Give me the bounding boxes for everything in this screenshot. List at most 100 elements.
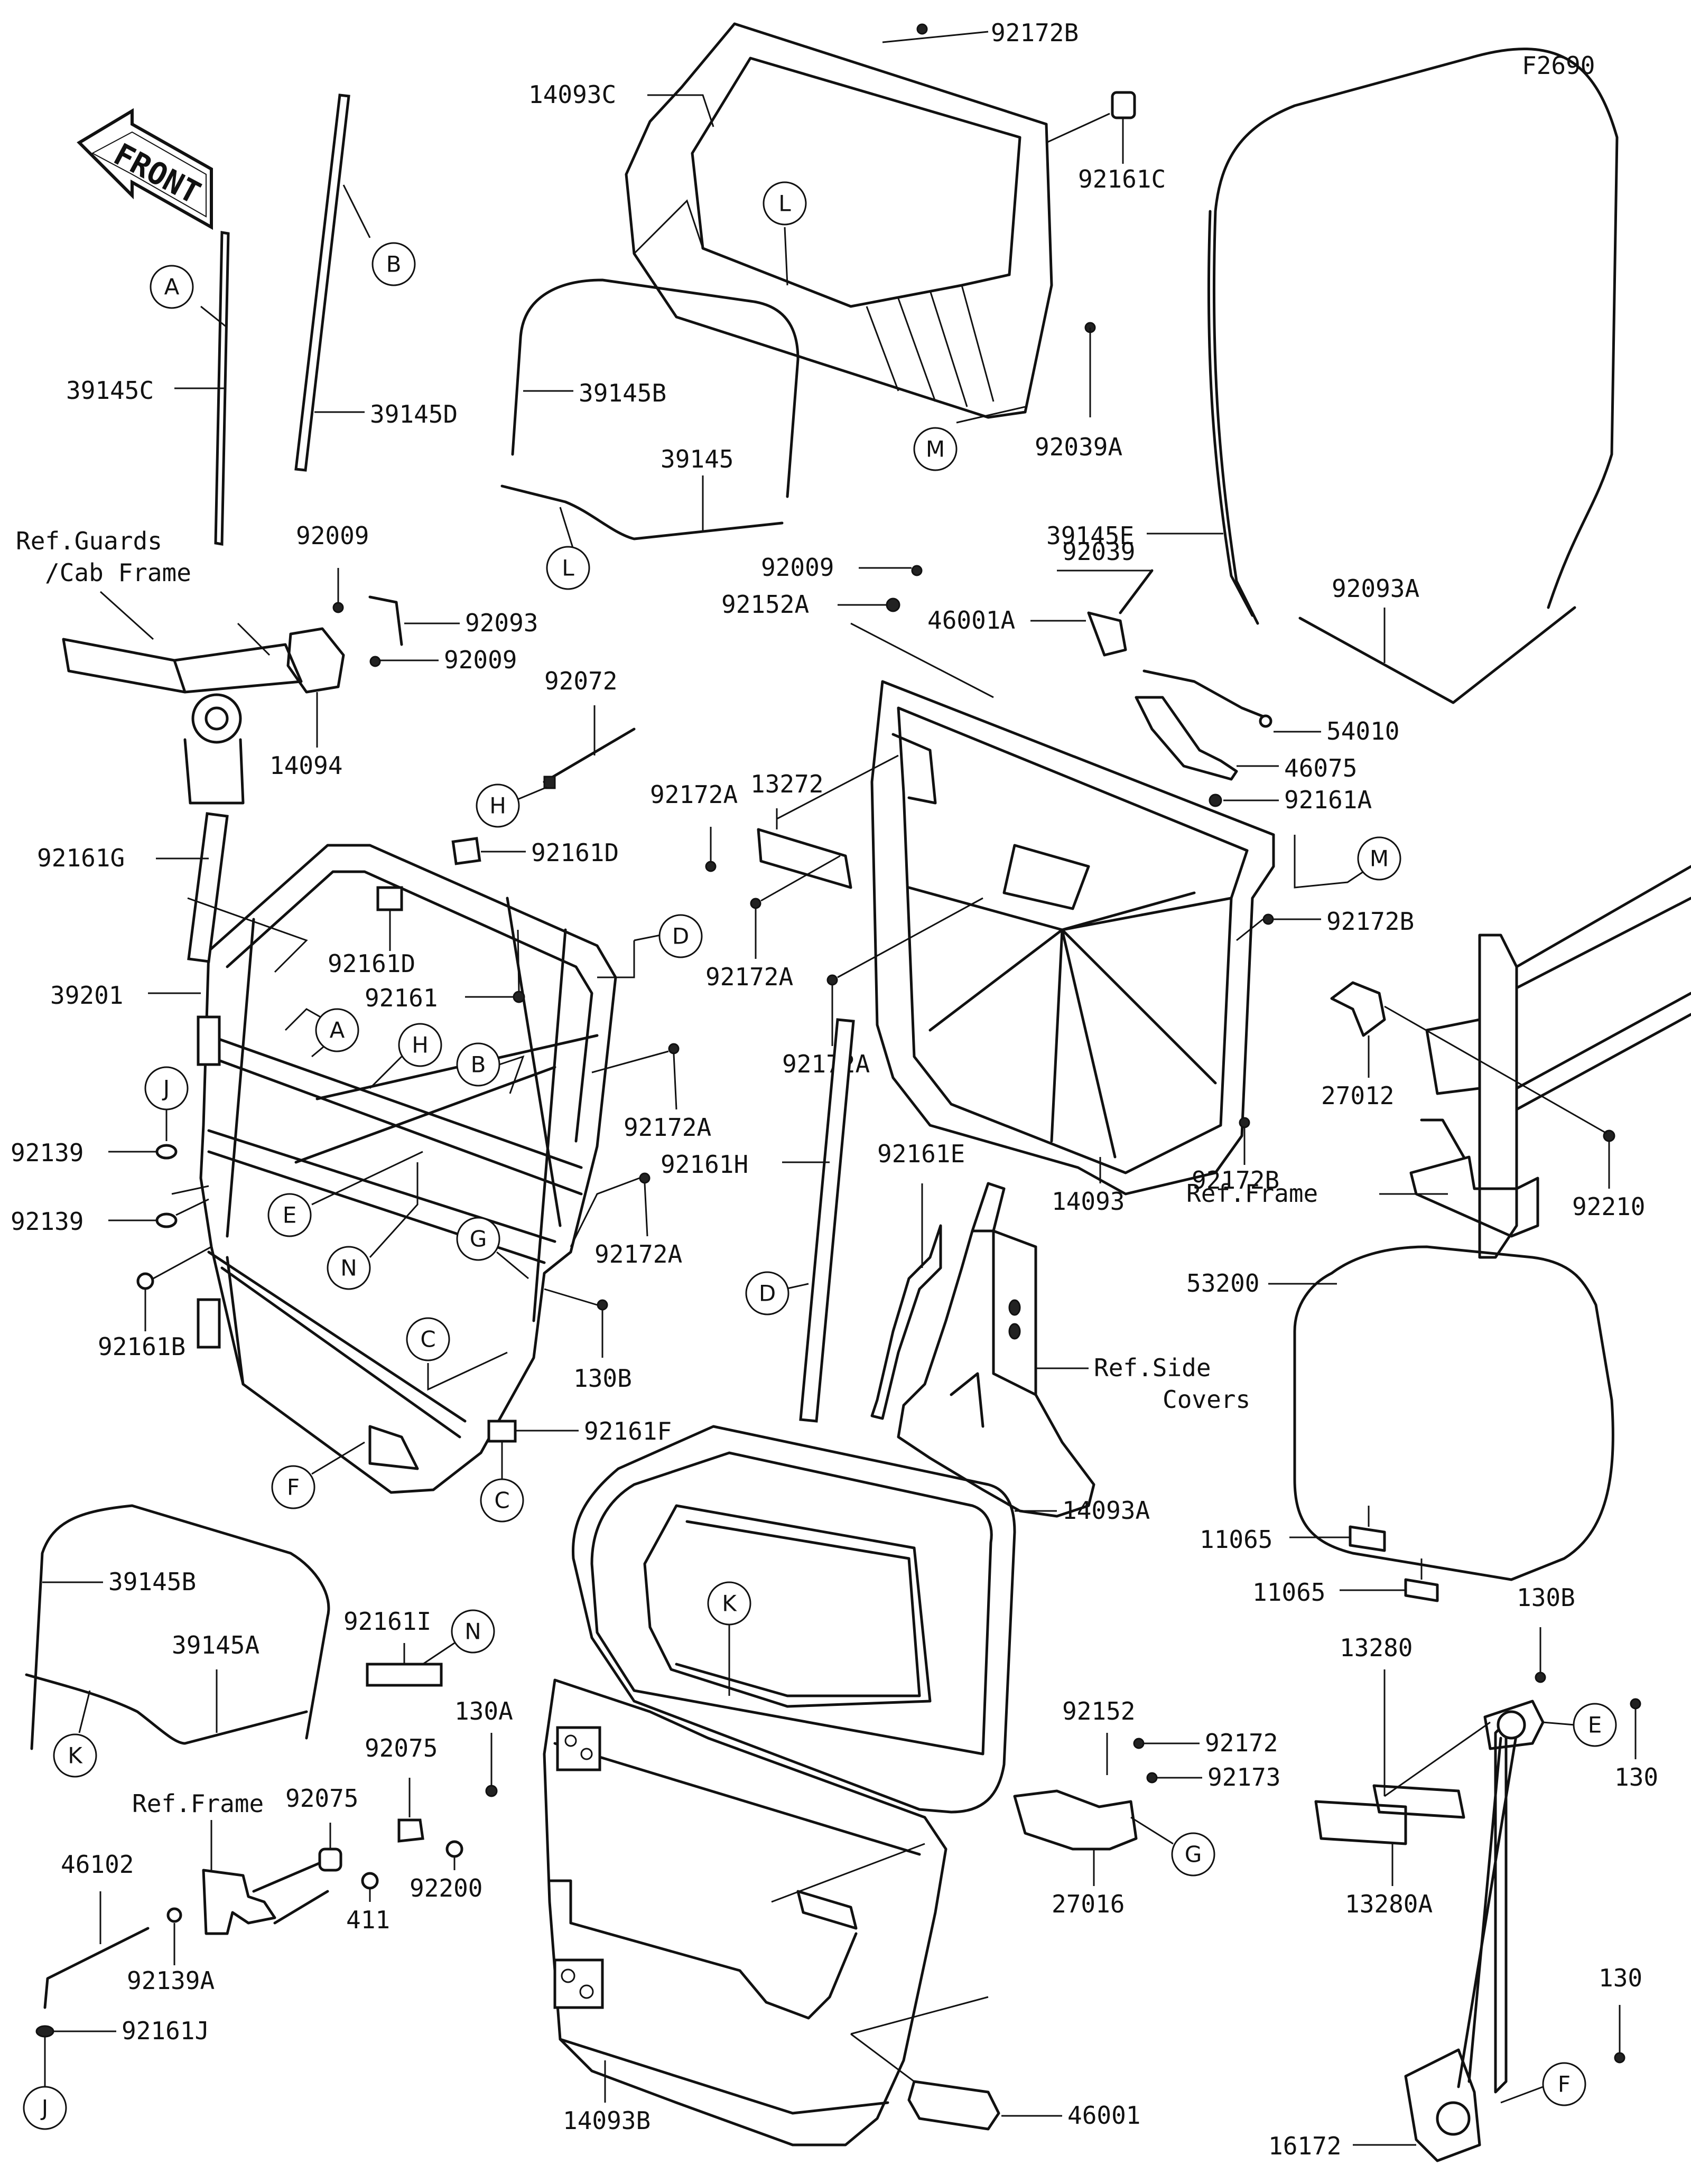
label-92161C: 92161C xyxy=(1078,165,1166,193)
label-92072: 92072 xyxy=(544,667,617,695)
screw-icon xyxy=(1630,1698,1641,1710)
screw-icon xyxy=(639,1172,651,1184)
rod-46102 xyxy=(43,1927,150,2009)
plug-icon xyxy=(1209,794,1222,807)
label-11065-b: 11065 xyxy=(1252,1578,1325,1607)
screw-icon xyxy=(705,861,717,872)
strip-92161H xyxy=(799,1018,855,1423)
svg-text:E: E xyxy=(283,1202,297,1228)
label-92093: 92093 xyxy=(465,609,538,637)
label-92172A-e: 92172A xyxy=(594,1240,682,1268)
label-46001A: 46001A xyxy=(927,606,1015,634)
label-27016: 27016 xyxy=(1052,1890,1125,1918)
label-92009-c: 92009 xyxy=(761,553,834,582)
bracket-ref-frame xyxy=(202,1869,276,1935)
seal-39145B-lower xyxy=(30,1504,330,1750)
label-92039: 92039 xyxy=(1062,537,1135,566)
label-92161A: 92161A xyxy=(1284,786,1372,814)
ref-frame-right: Ref.Frame xyxy=(1186,1179,1318,1208)
window-regulator xyxy=(1404,1700,1545,2162)
clip-92139A xyxy=(166,1907,182,1923)
svg-text:F: F xyxy=(287,1474,300,1500)
label-130A: 130A xyxy=(454,1697,513,1725)
ref-side-line2: Covers xyxy=(1163,1385,1250,1414)
label-13272: 13272 xyxy=(750,770,823,798)
label-39145D: 39145D xyxy=(370,400,458,428)
callout-G-2: G xyxy=(1171,1832,1215,1877)
ref-frame-left: Ref.Frame xyxy=(132,1789,264,1818)
callout-K-1: K xyxy=(53,1733,97,1778)
cable-tie-head xyxy=(543,776,556,789)
plug-92161B xyxy=(136,1272,154,1290)
label-92075-b: 92075 xyxy=(365,1734,438,1762)
callout-L-2: L xyxy=(546,546,590,590)
callout-D-1: D xyxy=(658,914,703,958)
svg-text:H: H xyxy=(489,793,506,819)
callout-M-1: M xyxy=(913,427,958,471)
label-92161F: 92161F xyxy=(584,1417,672,1445)
label-92172B-top: 92172B xyxy=(991,18,1079,47)
seal-39145A xyxy=(25,1673,308,1745)
screw-icon xyxy=(1535,1672,1546,1683)
callout-N-1: N xyxy=(327,1246,371,1290)
label-92172A-d: 92172A xyxy=(624,1113,711,1142)
callout-G-1: G xyxy=(456,1217,500,1261)
screw-icon xyxy=(1614,2052,1625,2064)
label-53200: 53200 xyxy=(1186,1269,1259,1298)
label-92139-a: 92139 xyxy=(11,1138,83,1167)
label-92172B-b: 92172B xyxy=(1326,907,1414,936)
door-check-27012 xyxy=(1330,981,1386,1037)
cap-92161J xyxy=(35,2025,54,2038)
callout-F-2: F xyxy=(1542,2062,1586,2106)
nut-icon xyxy=(886,598,900,612)
hinge-27016 xyxy=(1013,1789,1138,1851)
label-92152A: 92152A xyxy=(721,590,809,619)
plug-icon xyxy=(513,991,525,1003)
label-39145: 39145 xyxy=(661,445,733,473)
label-14094: 14094 xyxy=(270,751,342,780)
label-92172A-b: 92172A xyxy=(705,963,793,991)
label-92093A: 92093A xyxy=(1332,574,1419,603)
upper-door-14093A xyxy=(571,1425,1016,1814)
callout-J-1: J xyxy=(144,1066,189,1110)
ref-frame-right xyxy=(1409,865,1691,1259)
screw-icon xyxy=(916,23,928,35)
bracket-13280A xyxy=(1314,1800,1407,1845)
side-cover-ref xyxy=(897,1182,1095,1518)
label-92009-a: 92009 xyxy=(296,521,369,550)
svg-text:D: D xyxy=(759,1281,776,1306)
label-92172B-c: 92172B xyxy=(1192,1166,1279,1194)
svg-text:L: L xyxy=(562,555,574,581)
label-92139A: 92139A xyxy=(127,1966,215,1995)
pad-92161F xyxy=(487,1420,517,1443)
strip-92161E xyxy=(870,1224,942,1420)
washer-92200 xyxy=(445,1840,463,1858)
screw-icon xyxy=(485,1785,498,1797)
callout-D-2: D xyxy=(745,1271,789,1315)
svg-text:K: K xyxy=(68,1743,83,1769)
clip-92139 xyxy=(155,1144,178,1160)
svg-text:L: L xyxy=(778,191,791,217)
label-14093B: 14093B xyxy=(563,2106,651,2135)
label-92161J: 92161J xyxy=(122,2017,209,2045)
lower-door-14093B xyxy=(543,1678,947,2146)
upper-door-frame-14093C xyxy=(625,22,1053,419)
label-14093C: 14093C xyxy=(528,80,616,109)
callout-L-1: L xyxy=(763,181,807,226)
clip-92139-2 xyxy=(155,1212,178,1228)
pad-92161I xyxy=(366,1663,443,1687)
label-92172: 92172 xyxy=(1205,1729,1278,1757)
label-130-a: 130 xyxy=(1614,1763,1658,1791)
svg-text:A: A xyxy=(164,274,180,300)
bushing-92075-b xyxy=(397,1818,424,1843)
label-39145E: 39145E xyxy=(1046,521,1134,550)
label-92161H: 92161H xyxy=(661,1150,748,1179)
screw-icon xyxy=(668,1043,680,1054)
label-54010: 54010 xyxy=(1326,717,1399,745)
svg-text:B: B xyxy=(386,251,402,277)
label-92172A-c: 92172A xyxy=(782,1050,870,1078)
washer-411 xyxy=(361,1872,379,1890)
label-14093A: 14093A xyxy=(1062,1496,1150,1525)
svg-text:A: A xyxy=(330,1018,345,1043)
pad-92161D xyxy=(451,837,481,865)
